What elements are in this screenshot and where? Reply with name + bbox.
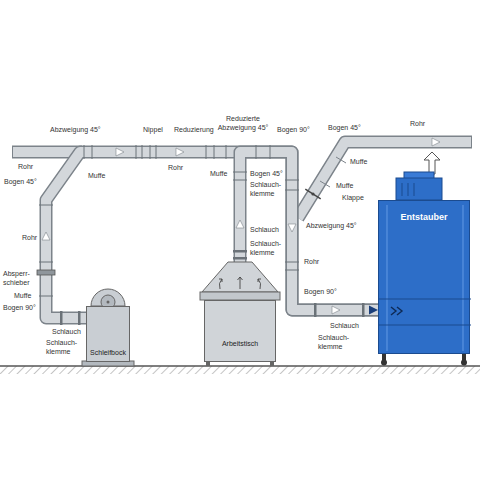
- extractor-motor: [396, 172, 442, 200]
- part-label: Bogen 45°: [4, 178, 37, 187]
- part-label: Rohr: [22, 234, 37, 243]
- ground-line: [0, 365, 480, 367]
- part-label: Muffe: [14, 292, 31, 301]
- part-label: Schlauch: [52, 328, 81, 337]
- pipe-stub: [12, 152, 82, 153]
- pipe-connector: [46, 152, 378, 318]
- part-label: Rohr: [168, 164, 183, 173]
- extractor-panels: [379, 201, 471, 355]
- part-label: Bogen 45°: [250, 170, 283, 179]
- work-table: Arbeitstisch: [204, 300, 276, 362]
- part-label: Schlauch: [250, 226, 279, 235]
- part-label: Bogen 90°: [277, 126, 310, 135]
- part-label: Nippel: [143, 126, 163, 135]
- part-label: Abzweigung 45°: [50, 126, 101, 135]
- extraction-hood: [200, 262, 280, 300]
- pipe-fill: [240, 152, 378, 310]
- part-label: Reduzierung: [174, 126, 214, 135]
- pipe-outline: [46, 152, 378, 318]
- part-label: Muffe: [336, 182, 353, 191]
- flow-arrows: [42, 148, 340, 314]
- dust-extractor: Entstauber: [378, 200, 470, 354]
- slide-gate: [37, 270, 55, 275]
- extractor-wheels: [381, 354, 467, 366]
- pipe-joints: [39, 145, 299, 296]
- part-label: Muffe: [350, 158, 367, 167]
- part-label: Muffe: [210, 170, 227, 179]
- part-label: Bogen 90°: [3, 304, 36, 313]
- pipe-arrowhead: [369, 306, 378, 315]
- grinder-guard: [82, 289, 134, 366]
- panel-line: [462, 205, 463, 351]
- part-label: Rohr: [410, 120, 425, 129]
- grinder-body: Schleifbock: [86, 306, 130, 362]
- part-label: Klappe: [342, 194, 364, 203]
- part-label: Muffe: [88, 172, 105, 181]
- panel-line: [386, 205, 387, 351]
- part-label: Schlauch- klemme: [250, 181, 284, 198]
- part-label: Reduzierte Abzweigung 45°: [216, 115, 270, 132]
- exhaust-arrow: [424, 152, 440, 174]
- node-label: Entstauber: [400, 212, 447, 222]
- part-label: Schlauch- klemme: [318, 334, 352, 351]
- pipe-fill: [46, 152, 378, 318]
- node-label: Arbeitstisch: [222, 340, 258, 347]
- panel-line: [379, 325, 471, 326]
- pipe-outline: [240, 152, 378, 310]
- node-label: Schleifbock: [90, 349, 126, 356]
- part-label: Schlauch- klemme: [46, 339, 80, 356]
- part-label: Schlauch: [330, 322, 359, 331]
- part-label: Rohr: [18, 163, 33, 172]
- part-label: Rohr: [304, 258, 319, 267]
- part-label: Bogen 45°: [328, 124, 361, 133]
- part-label: Abzweigung 45°: [306, 222, 357, 231]
- panel-line: [379, 299, 471, 300]
- ground-hatch: [0, 366, 480, 374]
- part-label: Bogen 90°: [304, 288, 337, 297]
- part-label: Schlauch- klemme: [250, 240, 284, 257]
- part-label: Absperr- schieber: [3, 270, 35, 287]
- inlet-chevrons: [391, 307, 402, 315]
